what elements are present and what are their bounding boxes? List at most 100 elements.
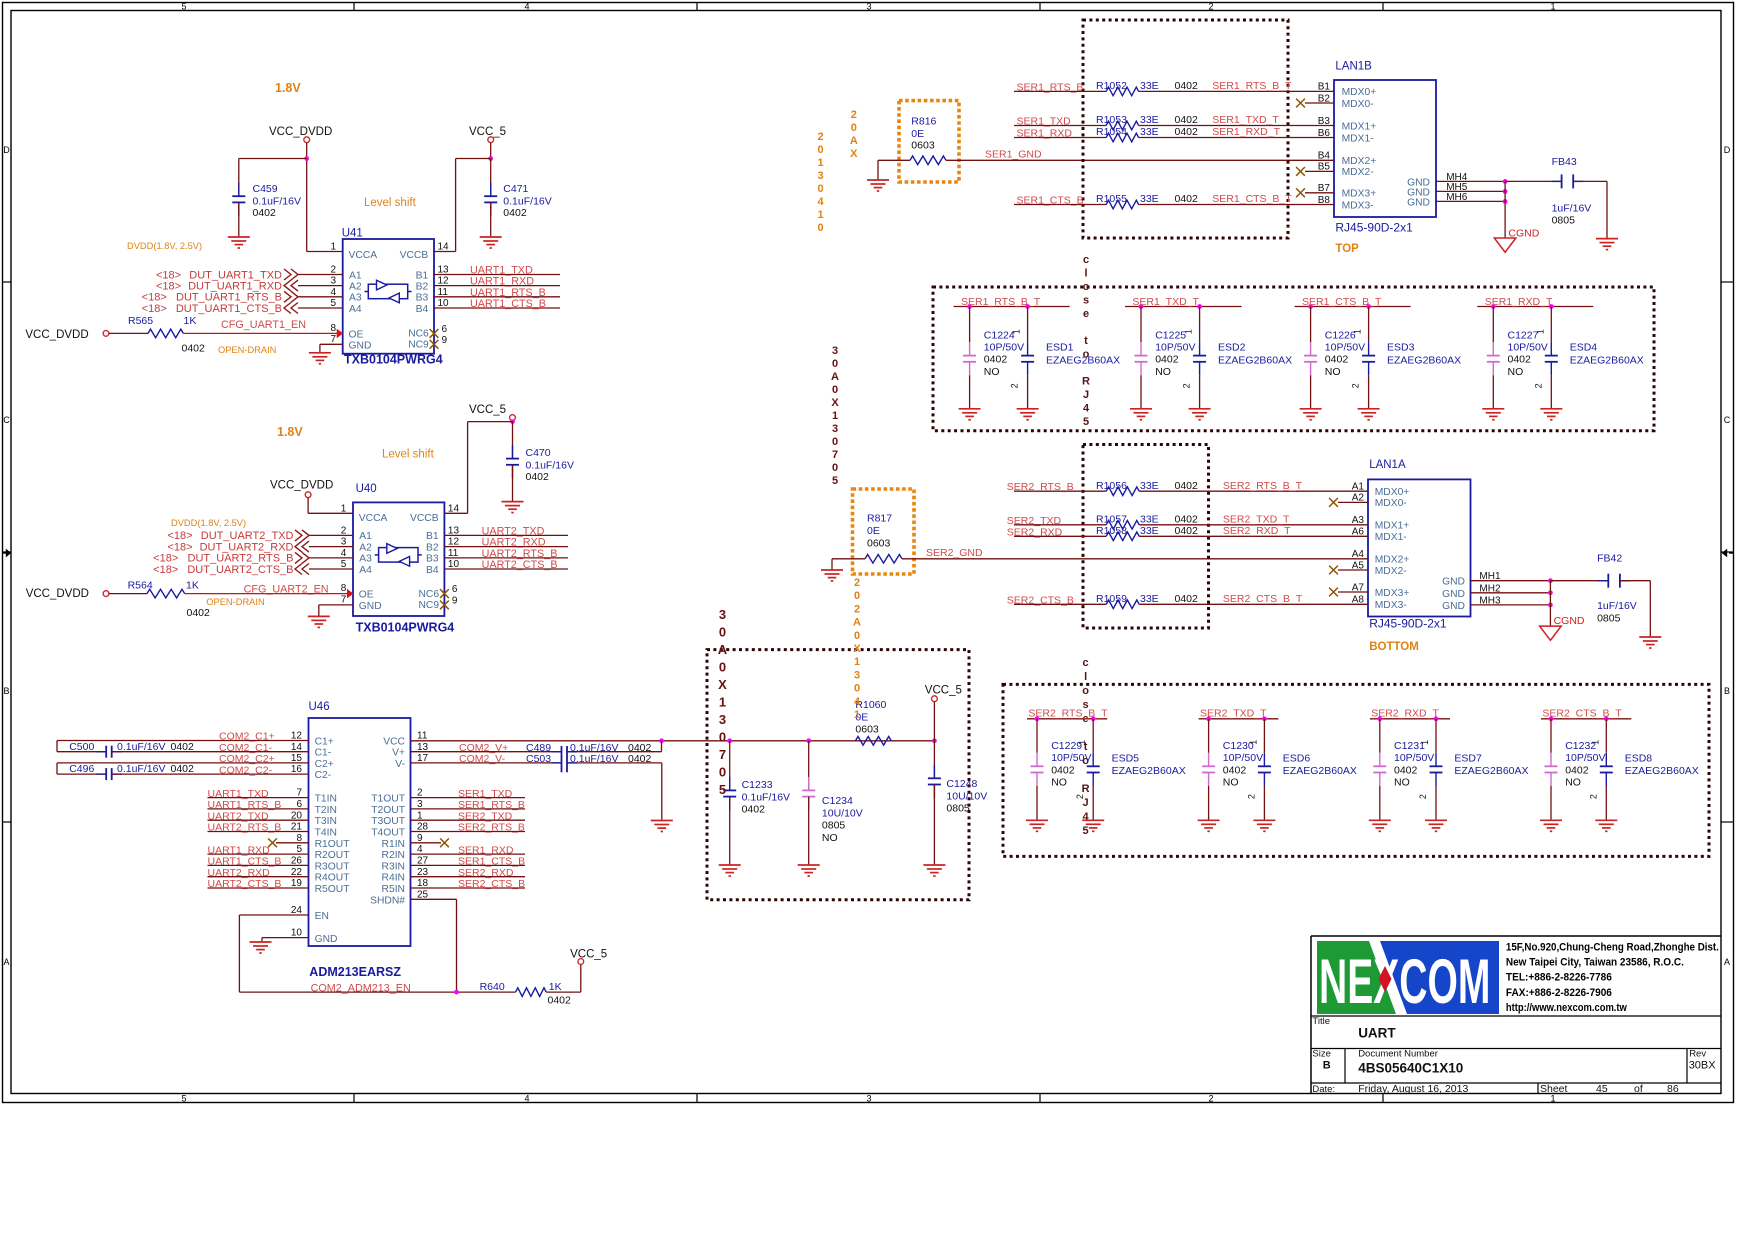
svg-text:33E: 33E xyxy=(1140,593,1159,605)
svg-text:ESD8: ESD8 xyxy=(1625,752,1653,764)
svg-text:X: X xyxy=(853,643,861,655)
svg-text:o: o xyxy=(1083,349,1090,361)
svg-text:9: 9 xyxy=(417,833,423,844)
svg-text:C1227: C1227 xyxy=(1508,329,1539,341)
svg-text:2: 2 xyxy=(1075,794,1085,799)
svg-text:0: 0 xyxy=(854,683,860,695)
svg-text:R816: R816 xyxy=(911,116,936,128)
svg-text:SER1_CTS_B_T: SER1_CTS_B_T xyxy=(1302,296,1382,308)
svg-text:New Taipei City, Taiwan 23586,: New Taipei City, Taiwan 23586, R.O.C. xyxy=(1506,957,1684,969)
svg-text:SHDN#: SHDN# xyxy=(370,895,405,906)
svg-text:A1: A1 xyxy=(359,531,372,542)
svg-text:0402: 0402 xyxy=(1175,126,1199,138)
svg-text:13: 13 xyxy=(448,526,460,537)
svg-text:A: A xyxy=(718,642,728,657)
svg-text:5: 5 xyxy=(1083,825,1089,837)
svg-text:1: 1 xyxy=(1550,2,1555,12)
svg-text:0: 0 xyxy=(719,625,726,640)
svg-text:SER2_RXD: SER2_RXD xyxy=(1007,526,1063,538)
svg-text:C1224: C1224 xyxy=(984,329,1015,341)
svg-text:B3: B3 xyxy=(426,554,439,565)
svg-text:MH3: MH3 xyxy=(1479,595,1501,606)
svg-text:3: 3 xyxy=(341,537,347,548)
svg-text:0402: 0402 xyxy=(171,763,195,775)
svg-text:EZAEG2B60AX: EZAEG2B60AX xyxy=(1112,765,1186,777)
svg-text:DUT_UART2_TXD: DUT_UART2_TXD xyxy=(201,530,294,542)
svg-text:o: o xyxy=(1082,755,1089,767)
svg-text:Title: Title xyxy=(1312,1016,1330,1027)
svg-text:2: 2 xyxy=(1010,383,1020,388)
svg-text:FAX:+886-2-8226-7906: FAX:+886-2-8226-7906 xyxy=(1506,987,1612,999)
svg-text:Level shift: Level shift xyxy=(382,449,435,461)
svg-text:1: 1 xyxy=(1248,740,1258,745)
svg-text:TXB0104PWRG4: TXB0104PWRG4 xyxy=(344,353,443,367)
svg-text:NO: NO xyxy=(1155,366,1171,378)
svg-text:0: 0 xyxy=(817,222,823,234)
svg-text:R3OUT: R3OUT xyxy=(315,861,351,872)
svg-text:45: 45 xyxy=(1596,1083,1608,1095)
svg-text:2: 2 xyxy=(1351,383,1361,388)
svg-text:Rev: Rev xyxy=(1689,1049,1706,1060)
svg-text:<18>: <18> xyxy=(142,303,167,315)
svg-text:CGND: CGND xyxy=(1554,615,1585,627)
svg-text:B: B xyxy=(1724,686,1730,696)
svg-text:EN: EN xyxy=(315,911,329,922)
svg-text:1.8V: 1.8V xyxy=(275,81,301,95)
svg-text:0402: 0402 xyxy=(182,343,206,355)
svg-text:A7: A7 xyxy=(1352,582,1365,593)
svg-text:VCC_5: VCC_5 xyxy=(925,685,962,697)
svg-text:0805: 0805 xyxy=(1552,215,1576,227)
svg-text:SER1_CTS_B_T: SER1_CTS_B_T xyxy=(1212,193,1292,205)
svg-text:FB43: FB43 xyxy=(1552,156,1577,168)
svg-text:CFG_UART1_EN: CFG_UART1_EN xyxy=(221,319,306,331)
svg-text:0: 0 xyxy=(854,590,860,602)
svg-text:5: 5 xyxy=(181,2,186,12)
svg-text:0402: 0402 xyxy=(742,803,766,815)
svg-text:20: 20 xyxy=(291,810,303,821)
svg-text:2: 2 xyxy=(417,788,423,799)
svg-text:3: 3 xyxy=(866,1094,871,1104)
svg-text:7: 7 xyxy=(832,449,838,461)
svg-text:12: 12 xyxy=(448,537,460,548)
svg-text:NEXCOM: NEXCOM xyxy=(1319,948,1490,1018)
svg-text:SER1_RXD: SER1_RXD xyxy=(1017,128,1073,140)
svg-text:0.1uF/16V: 0.1uF/16V xyxy=(117,741,165,753)
svg-text:GND: GND xyxy=(1407,177,1430,188)
svg-text:MDX0+: MDX0+ xyxy=(1375,487,1410,498)
svg-text:T1IN: T1IN xyxy=(315,794,337,805)
svg-text:A6: A6 xyxy=(1352,527,1365,538)
svg-text:<18>: <18> xyxy=(156,269,181,281)
svg-text:R1058: R1058 xyxy=(1096,525,1127,537)
svg-text:B7: B7 xyxy=(1318,183,1331,194)
svg-text:SER2_TXD_T: SER2_TXD_T xyxy=(1200,707,1267,719)
svg-text:t: t xyxy=(1084,335,1088,347)
svg-text:0402: 0402 xyxy=(187,607,211,619)
svg-text:UART2_CTS_B: UART2_CTS_B xyxy=(482,559,558,571)
svg-text:SER1_TXD: SER1_TXD xyxy=(458,788,513,800)
svg-text:4BS05640C1X10: 4BS05640C1X10 xyxy=(1358,1061,1463,1076)
svg-text:0: 0 xyxy=(817,183,823,195)
svg-text:VCCB: VCCB xyxy=(410,513,439,524)
svg-text:21: 21 xyxy=(291,822,303,833)
svg-text:0.1uF/16V: 0.1uF/16V xyxy=(526,460,574,472)
svg-text:X: X xyxy=(850,148,858,160)
svg-text:B6: B6 xyxy=(1318,128,1331,139)
svg-text:c: c xyxy=(1083,254,1089,266)
svg-text:R2IN: R2IN xyxy=(382,850,405,861)
svg-text:ESD7: ESD7 xyxy=(1454,752,1482,764)
svg-text:1: 1 xyxy=(1184,329,1194,334)
svg-text:0402: 0402 xyxy=(1155,354,1179,366)
svg-text:6: 6 xyxy=(442,324,448,335)
svg-text:R2OUT: R2OUT xyxy=(315,850,351,861)
svg-text:0E: 0E xyxy=(911,128,924,140)
svg-text:2: 2 xyxy=(854,577,860,589)
svg-text:2: 2 xyxy=(1533,383,1543,388)
svg-text:B: B xyxy=(1323,1060,1331,1072)
svg-text:Document Number: Document Number xyxy=(1358,1049,1438,1060)
svg-text:VCCA: VCCA xyxy=(359,513,388,524)
svg-text:27: 27 xyxy=(417,856,429,867)
svg-text:<18>: <18> xyxy=(153,553,178,565)
svg-text:V+: V+ xyxy=(392,748,405,759)
svg-text:DUT_UART2_RTS_B: DUT_UART2_RTS_B xyxy=(188,553,294,565)
svg-text:NO: NO xyxy=(1223,777,1239,789)
